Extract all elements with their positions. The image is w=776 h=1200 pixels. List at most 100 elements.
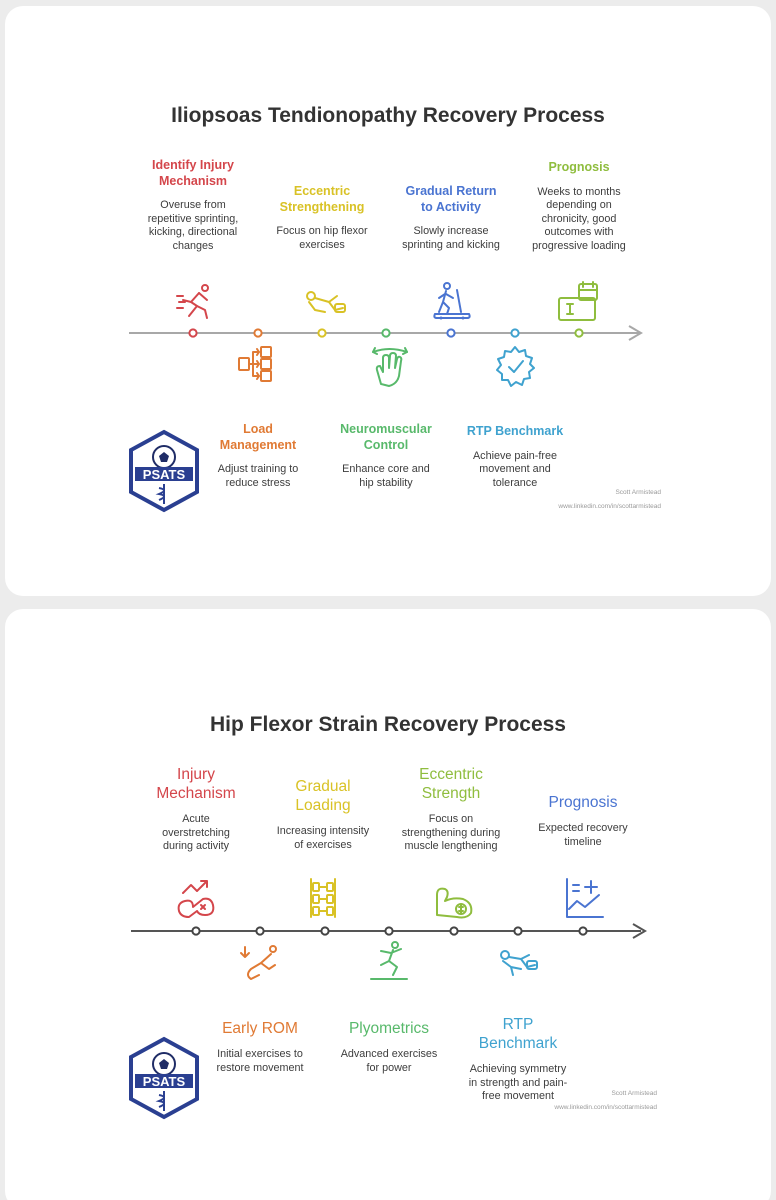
stage-title-line: Eccentric <box>293 184 351 198</box>
sprinter-icon <box>176 284 209 319</box>
stage-title-line: Prognosis <box>548 160 610 174</box>
injury-icon <box>177 880 215 918</box>
stage-description-line: overstretching <box>162 826 230 839</box>
stage-description-line: muscle lengthening <box>404 840 498 852</box>
stage-description-line: depending on <box>546 199 612 211</box>
stage-title: Prognosis <box>520 160 638 176</box>
stage-title: Plyometrics <box>330 1019 448 1038</box>
stage-title-line: Injury <box>177 766 215 783</box>
stage-title: Early ROM <box>201 1019 319 1038</box>
page-title: Iliopsoas Tendionopathy Recovery Process <box>171 104 605 127</box>
stage-description-line: chronicity, good <box>541 212 617 225</box>
timeline-marker-2 <box>253 328 263 338</box>
timeline-markers <box>191 926 588 936</box>
stage-title-line: Loading <box>295 797 351 814</box>
stage-description-line: Slowly increase <box>413 225 489 237</box>
stage-description-line: Enhance core and <box>342 463 430 475</box>
stage-description-line: Increasing intensity <box>276 825 370 837</box>
timeline-arrowhead <box>628 325 643 341</box>
timeline-marker-5 <box>449 926 459 936</box>
timeline-marker-3 <box>317 328 327 338</box>
stage-description-line: Acute <box>182 813 210 825</box>
stage-description-line: restore movement <box>216 1061 304 1074</box>
stage-description-line: progressive loading <box>532 239 626 252</box>
stage-description-line: repetitive sprinting, <box>147 212 239 225</box>
stage-title-line: Plyometrics <box>348 1020 430 1037</box>
stage-description-line: exercises <box>299 238 345 251</box>
exercise-icon <box>306 291 346 313</box>
stage-description-line: Expected recovery <box>538 822 628 834</box>
weights-icon <box>310 878 336 918</box>
stage-description-line: in strength and pain- <box>468 1076 568 1089</box>
chart-plus-icon <box>566 878 604 918</box>
stage-description-line: Achieving symmetry <box>469 1063 567 1075</box>
stage-description-line: Focus on hip flexor <box>276 225 368 237</box>
workflow-icon <box>238 346 272 382</box>
stage-description-line: Initial exercises to <box>217 1048 303 1060</box>
stage-description-line: Advanced exercises <box>340 1048 438 1060</box>
infographic-card-2: Hip Flexor Strain Recovery Process <box>5 609 771 1200</box>
stage-title-line: Mechanism <box>158 173 228 188</box>
author-name: Scott Armistead <box>611 1090 657 1097</box>
author-name: Scott Armistead <box>615 489 661 496</box>
muscle-icon <box>436 887 473 919</box>
stage-title-line: Management <box>219 437 297 452</box>
stage-description-line: during activity <box>162 840 229 852</box>
stage-description-line: timeline <box>564 835 602 848</box>
psats-logo: PSATS <box>129 1036 199 1120</box>
timeline-arrowhead <box>632 923 647 939</box>
timeline-marker-7 <box>574 328 584 338</box>
logo-text: PSATS <box>143 467 186 482</box>
author-url: www.linkedin.com/in/scottarmistead <box>558 503 661 510</box>
badge-check-icon <box>496 346 535 387</box>
logo-text: PSATS <box>143 1074 186 1089</box>
calendar-icon <box>558 281 598 321</box>
stage-description-line: Adjust training to <box>217 463 299 475</box>
stage-description-line: Weeks to months <box>537 185 621 198</box>
author-url: www.linkedin.com/in/scottarmistead <box>554 1104 657 1111</box>
stage-description-line: tolerance <box>492 476 538 489</box>
stage-description-line: Overuse from <box>160 199 226 211</box>
stage-description-line: reduce stress <box>225 476 291 489</box>
psats-logo: PSATS <box>129 429 199 513</box>
stage-title: RTP Benchmark <box>456 424 574 440</box>
stage-description-line: of exercises <box>294 838 352 851</box>
timeline-marker-5 <box>446 328 456 338</box>
stage-title-line: Prognosis <box>548 794 618 811</box>
stage-title-line: Early ROM <box>222 1020 298 1037</box>
stretch-icon <box>240 945 277 980</box>
stage-description-line: free movement <box>481 1090 554 1102</box>
timeline-1: PSATS <box>129 281 643 513</box>
timeline-marker-2 <box>255 926 265 936</box>
stage-description-line: changes <box>172 239 214 252</box>
stage-title-line: Identify Injury <box>152 158 234 172</box>
timeline-markers <box>188 328 584 338</box>
stage-description-line: outcomes with <box>544 226 614 238</box>
